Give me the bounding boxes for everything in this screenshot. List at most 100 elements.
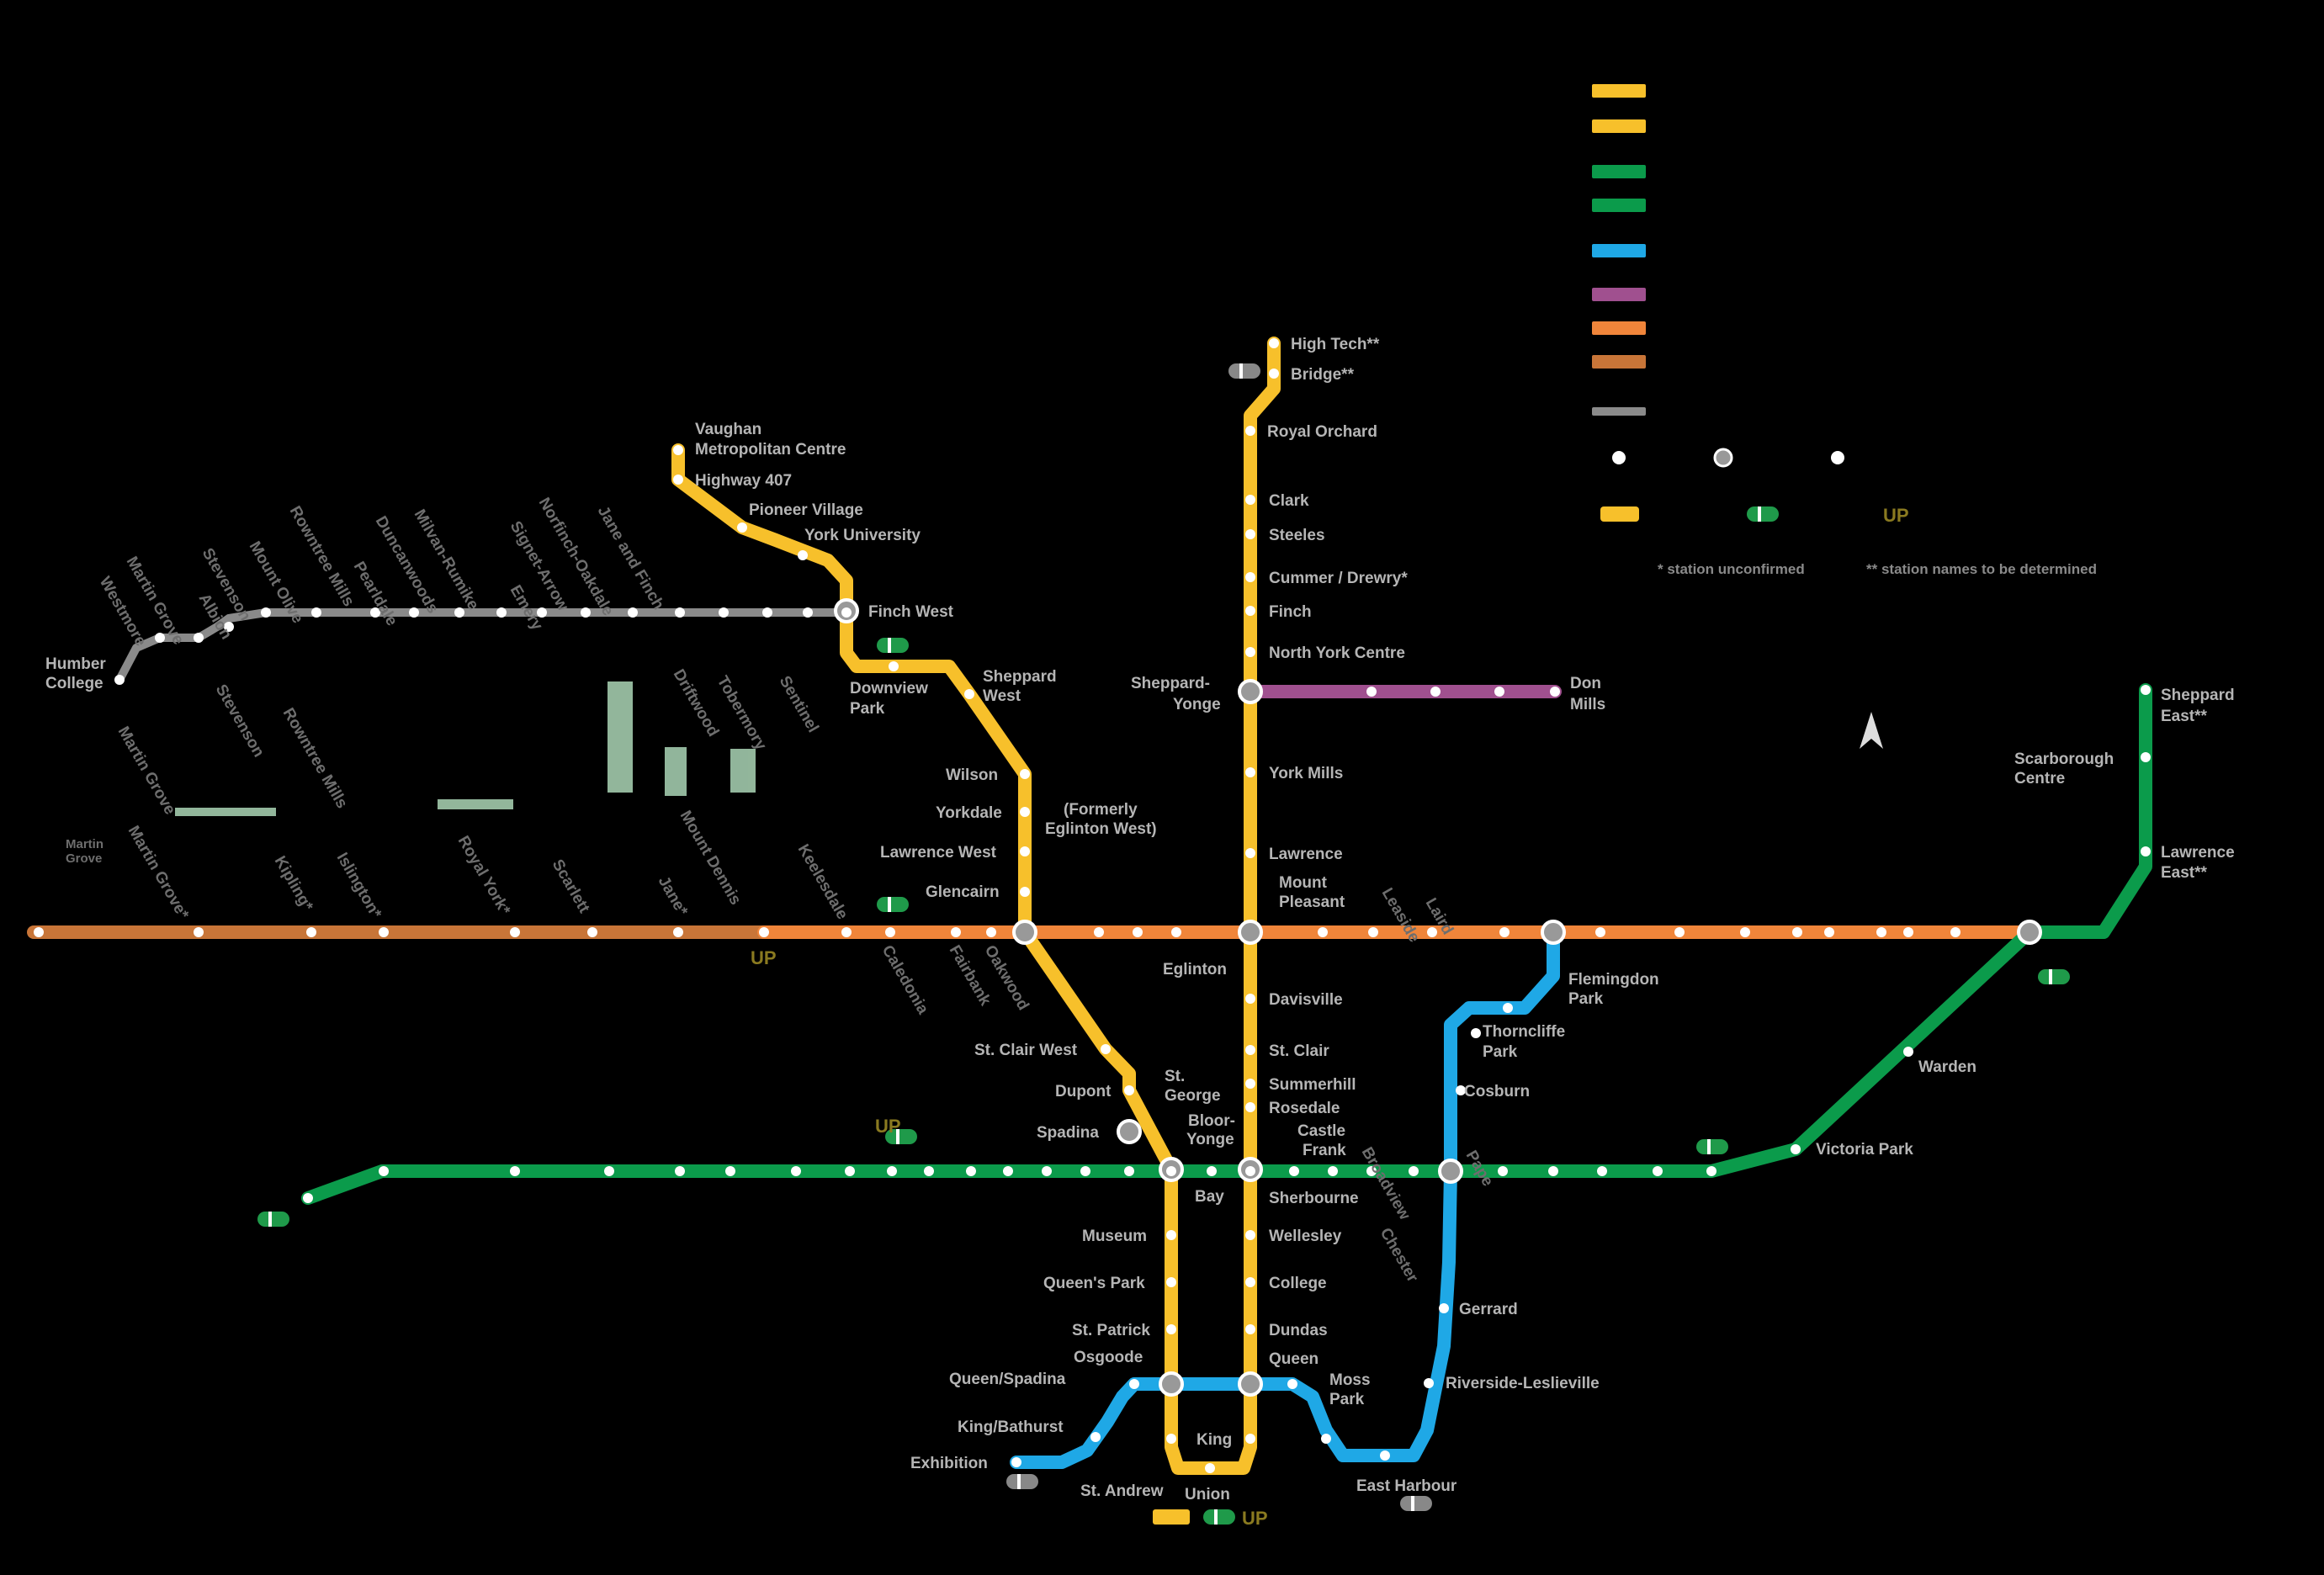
station-label: Wilson <box>946 766 998 784</box>
interchange-station <box>1238 1371 1263 1397</box>
station-dot <box>1903 927 1913 937</box>
station-label: West <box>983 687 1021 705</box>
station-dot <box>1328 1166 1338 1176</box>
station-dot <box>2141 752 2151 762</box>
station-label: Riverside-Leslieville <box>1446 1375 1600 1392</box>
station-label: Vaughan <box>695 421 761 438</box>
station-dot <box>1020 846 1030 856</box>
station-label: Davisville <box>1269 991 1343 1009</box>
station-label-rotated: Mount Dennis <box>677 808 745 908</box>
station-dot <box>1595 927 1605 937</box>
station-label-rotated: Islington* <box>333 850 385 922</box>
station-dot <box>1499 927 1510 937</box>
station-dot <box>34 927 44 937</box>
station-dot <box>675 1166 685 1176</box>
station-label: Dundas <box>1269 1322 1328 1339</box>
station-label: Union <box>1185 1486 1230 1503</box>
station-label: Thorncliffe <box>1483 1023 1565 1041</box>
station-dot <box>803 607 813 618</box>
station-dot <box>1427 927 1437 937</box>
station-label: College <box>45 675 103 692</box>
station-dot <box>1129 1379 1139 1389</box>
station-dot <box>885 927 895 937</box>
interchange-station <box>1238 920 1263 945</box>
station-label-rotated: Martin Grove* <box>125 823 193 923</box>
station-dot <box>1090 1432 1101 1442</box>
station-dot <box>1597 1166 1607 1176</box>
legend-interchange-dot <box>1713 448 1733 468</box>
station-label: Frank <box>1303 1142 1346 1159</box>
station-dot <box>798 550 808 560</box>
station-dot <box>759 927 769 937</box>
station-dot <box>1792 927 1802 937</box>
station-dot <box>1903 1047 1913 1057</box>
station-dot <box>379 927 389 937</box>
station-dot <box>845 1166 855 1176</box>
station-label: Cosburn <box>1464 1083 1530 1100</box>
station-dot <box>311 607 321 618</box>
station-label: Bay <box>1195 1188 1224 1206</box>
station-dot <box>1471 1028 1481 1038</box>
station-dot <box>1424 1378 1434 1388</box>
station-dot <box>628 607 638 618</box>
station-dot <box>2141 685 2151 695</box>
station-dot <box>1207 1166 1217 1176</box>
station-label: Dupont <box>1055 1083 1112 1100</box>
station-dot <box>1430 687 1441 697</box>
station-dot <box>1674 927 1685 937</box>
station-label: Rosedale <box>1269 1100 1340 1117</box>
station-dot <box>1366 1166 1377 1176</box>
legend-go-icon <box>1600 506 1639 522</box>
station-dot <box>409 607 419 618</box>
go-train-icon <box>1203 1509 1235 1525</box>
station-dot <box>1409 1166 1419 1176</box>
interchange-station <box>1012 920 1037 945</box>
station-dot <box>1245 495 1255 505</box>
interchange-station <box>1541 920 1566 945</box>
legend-terminus-dot <box>1831 451 1844 464</box>
station-dot <box>1245 606 1255 616</box>
go-train-icon <box>1006 1474 1038 1489</box>
station-dot <box>1020 769 1030 779</box>
line-paths <box>27 337 2152 1475</box>
station-label: Sherbourne <box>1269 1190 1359 1207</box>
station-label: Humber <box>45 655 106 673</box>
station-label: Sheppard <box>2161 687 2235 704</box>
station-label: Gerrard <box>1459 1301 1518 1318</box>
station-dot <box>725 1166 735 1176</box>
station-label: King <box>1196 1431 1232 1449</box>
station-dot <box>1245 1166 1255 1176</box>
station-label: Wellesley <box>1269 1228 1342 1245</box>
interchange-station <box>2017 920 2042 945</box>
up-express-label: UP <box>875 1116 901 1137</box>
station-dot <box>1166 1230 1176 1240</box>
station-dot <box>1245 1079 1255 1089</box>
station-dot <box>1245 529 1255 539</box>
interchange-station <box>1159 1371 1184 1397</box>
station-dot <box>1205 1463 1215 1473</box>
stations-layer <box>34 338 2151 1473</box>
legend-swatch-line1-b <box>1592 119 1646 133</box>
station-label: George <box>1165 1087 1221 1105</box>
station-dot <box>1950 927 1961 937</box>
up-express-label: UP <box>751 947 777 968</box>
station-dot <box>1318 927 1328 937</box>
station-dot <box>675 607 685 618</box>
station-label: Centre <box>2014 770 2065 788</box>
legend-swatch-eglinton <box>1592 321 1646 335</box>
station-label-rotated: Driftwood <box>670 666 723 740</box>
note-unconfirmed: * station unconfirmed <box>1658 561 1805 577</box>
station-label-rotated: Kipling* <box>271 853 316 915</box>
station-dot <box>762 607 772 618</box>
station-dot <box>1548 1166 1558 1176</box>
station-dot <box>1245 572 1255 582</box>
station-dot <box>1166 1434 1176 1444</box>
station-label: York Mills <box>1269 765 1343 782</box>
station-label: Queen/Spadina <box>949 1371 1066 1388</box>
legend-station-dot <box>1612 451 1626 464</box>
station-dot <box>1245 1324 1255 1334</box>
station-dot <box>604 1166 614 1176</box>
station-label: Steeles <box>1269 527 1325 544</box>
go-train-icon <box>1400 1496 1432 1511</box>
